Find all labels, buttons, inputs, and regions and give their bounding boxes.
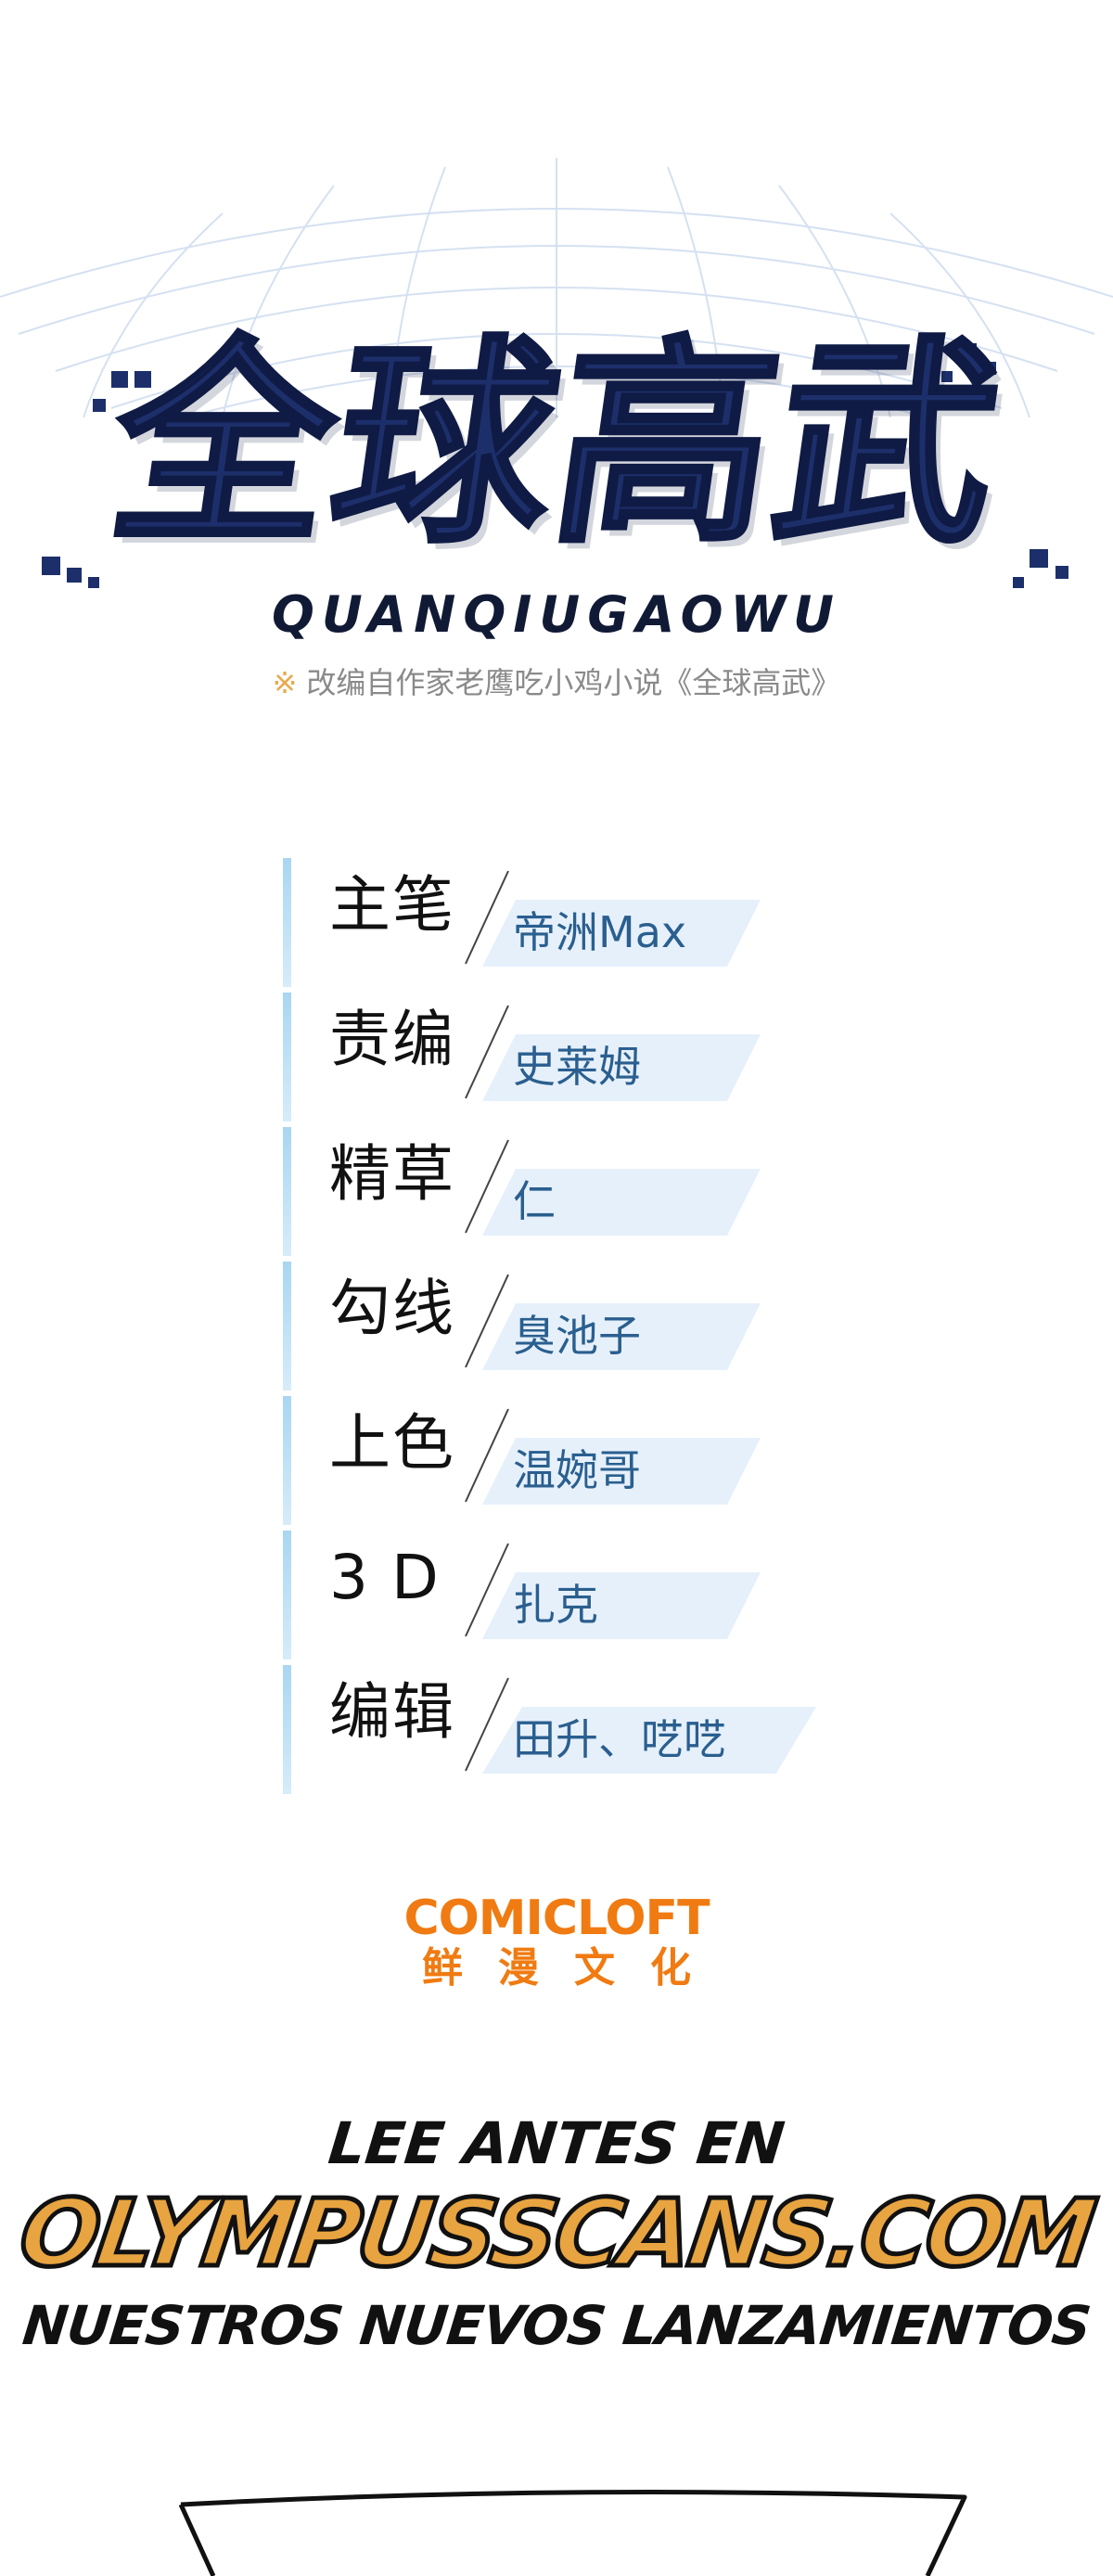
credit-accent-bar (283, 1665, 291, 1794)
credit-name: 田升、呓呓 (513, 1714, 726, 1764)
credit-accent-bar (283, 1262, 291, 1391)
credit-name-band (482, 1169, 761, 1236)
credit-divider-slash (465, 1139, 509, 1234)
promo-line-new-releases: NUESTROS NUEVOS LANZAMIENTOS (19, 2294, 1094, 2357)
credit-name: 扎克 (513, 1580, 598, 1630)
promo-line-read-first: LEE ANTES EN (325, 2109, 788, 2177)
promo-site-name: OLYMPUSSCANS.COM (11, 2177, 1102, 2290)
credit-name-band (482, 1707, 816, 1774)
speech-bubble-outline (178, 2490, 967, 2576)
credit-name: 臭池子 (513, 1311, 641, 1361)
comic-title-logo: 全球高武 (96, 315, 1018, 574)
credit-name-band (482, 1438, 761, 1505)
globe-wireframe-decoration (0, 158, 1113, 417)
credit-role: 精草 (329, 1138, 455, 1210)
credit-row-lead-artist: 主笔 帝洲Max (283, 858, 839, 993)
publisher-logo-cn: 鲜漫文化 (422, 1944, 726, 1992)
credit-row-sketch: 精草 仁 (283, 1127, 839, 1262)
title-pixel-decoration (42, 343, 1068, 588)
adaptation-note-text: 改编自作家老鹰吃小鸡小说《全球高武》 (306, 665, 841, 700)
credit-row-lineart: 勾线 臭池子 (283, 1262, 839, 1396)
credit-row-coloring: 上色 温婉哥 (283, 1396, 839, 1531)
credit-name-band (482, 1572, 761, 1639)
credit-divider-slash (465, 1274, 509, 1368)
credit-role: 勾线 (329, 1273, 455, 1344)
credit-name: 史莱姆 (513, 1042, 641, 1092)
credit-name-band (482, 1303, 761, 1370)
credit-accent-bar (283, 858, 291, 987)
credit-role: 3 D (329, 1542, 441, 1613)
credit-divider-slash (465, 870, 509, 965)
credit-divider-slash (465, 1408, 509, 1503)
adaptation-note: ※改编自作家老鹰吃小鸡小说《全球高武》 (0, 668, 1113, 698)
credit-row-compiling-editor: 编辑 田升、呓呓 (283, 1665, 839, 1800)
credit-accent-bar (283, 1396, 291, 1525)
credits-list: 主笔 帝洲Max 责编 史莱姆 精草 仁 勾线 臭池子 (283, 858, 839, 1800)
reference-mark-icon: ※ (272, 665, 298, 700)
credit-row-editor: 责编 史莱姆 (283, 993, 839, 1127)
credit-accent-bar (283, 1531, 291, 1660)
comic-title-romaji: QUANQIUGAOWU (272, 585, 841, 644)
credit-divider-slash (465, 1677, 509, 1772)
credit-role: 主笔 (329, 869, 455, 941)
credit-name-band (482, 1034, 761, 1101)
credit-divider-slash (465, 1005, 509, 1099)
credit-name: 温婉哥 (513, 1445, 641, 1495)
credit-accent-bar (283, 1127, 291, 1256)
credit-role: 责编 (329, 1004, 455, 1075)
credit-name: 仁 (513, 1176, 556, 1226)
credit-role: 编辑 (329, 1676, 455, 1748)
credit-row-3d: 3 D 扎克 (283, 1531, 839, 1665)
credit-divider-slash (465, 1543, 509, 1637)
credit-name-band (482, 900, 761, 967)
credit-role: 上色 (329, 1407, 455, 1479)
credit-accent-bar (283, 993, 291, 1121)
credit-name: 帝洲Max (513, 907, 687, 957)
publisher-logo-en: COMICLOFT (403, 1890, 710, 1946)
